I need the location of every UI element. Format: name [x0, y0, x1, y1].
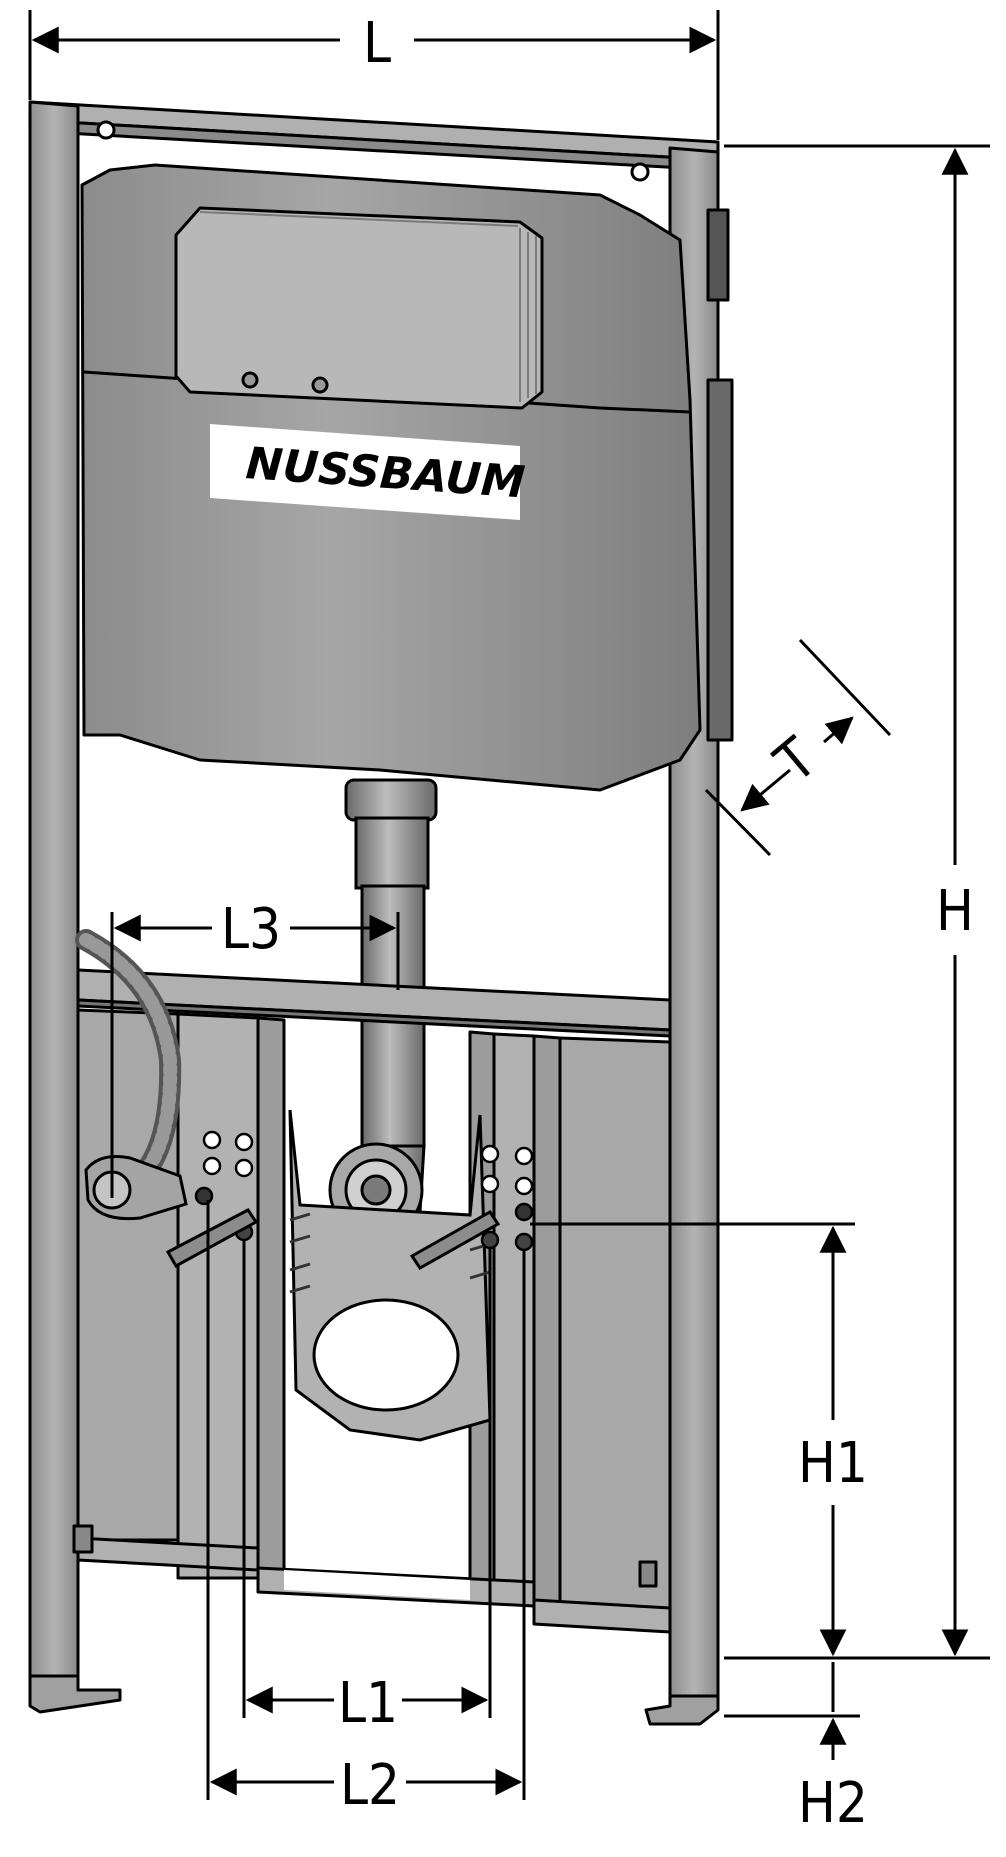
- dim-label-L: L: [363, 11, 391, 76]
- mounting-frame: [28, 100, 734, 1698]
- mount-hole-right: [630, 162, 650, 182]
- brand-label: [210, 424, 520, 520]
- dim-label-L3: L3: [221, 897, 281, 962]
- right-foot: [644, 1694, 720, 1726]
- mount-hole-left: [96, 120, 116, 140]
- dim-label-H2: H2: [798, 1771, 868, 1836]
- dim-label-H: H: [936, 879, 974, 944]
- left-upright: [28, 100, 80, 1678]
- dim-label-L1: L1: [338, 1671, 398, 1736]
- cistern: [80, 163, 702, 792]
- dim-label-H1: H1: [798, 1431, 868, 1496]
- right-mount-plate: [480, 1144, 534, 1252]
- dimension-lines: [28, 10, 990, 1800]
- threaded-rods: [165, 1208, 501, 1270]
- wc-outlet-opening: [312, 1298, 460, 1412]
- dim-label-L2: L2: [340, 1753, 400, 1818]
- left-foot: [28, 1674, 122, 1714]
- inspection-cover: [174, 206, 544, 410]
